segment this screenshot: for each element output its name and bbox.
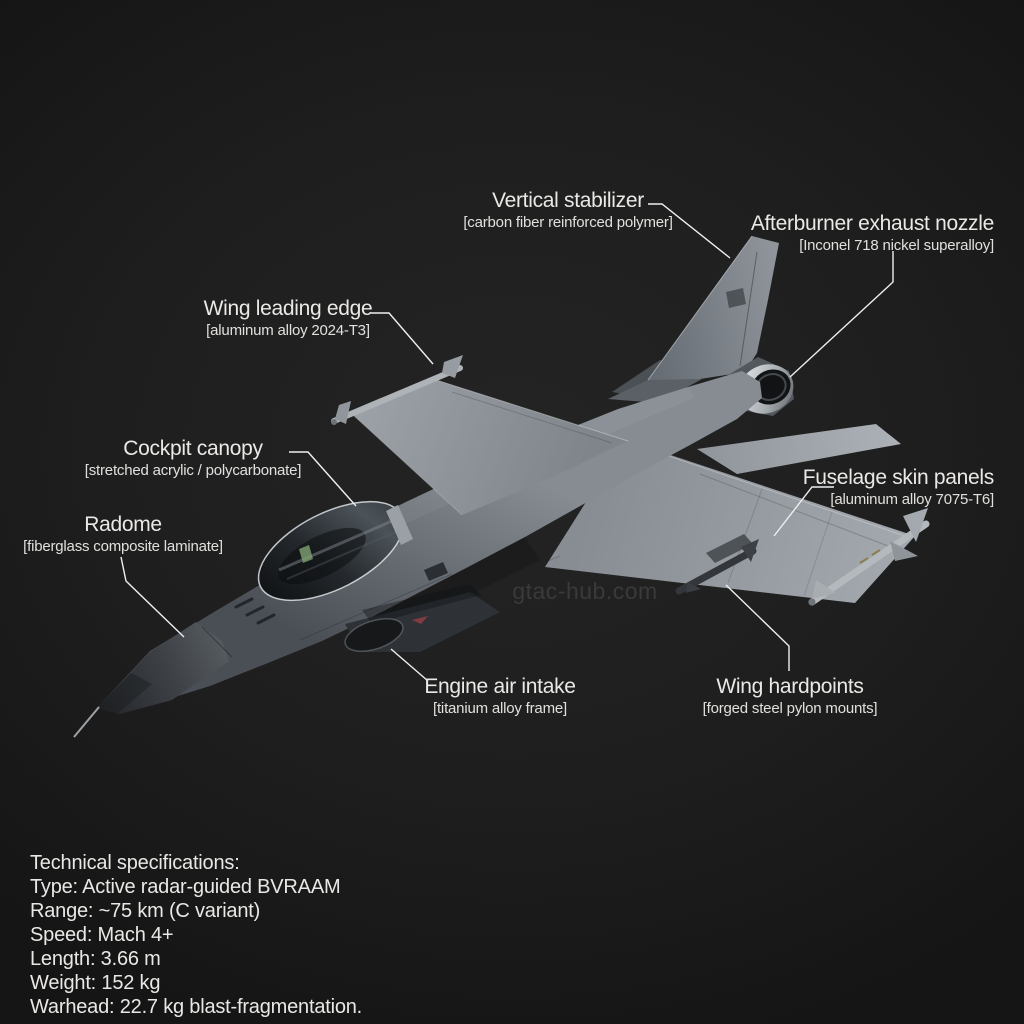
tech-spec-line: Weight: 152 kg <box>30 972 161 994</box>
label-material: [forged steel pylon mounts] <box>702 699 878 717</box>
label-material: [titanium alloy frame] <box>433 699 567 717</box>
tech-spec-line: Speed: Mach 4+ <box>30 924 174 946</box>
label-title: Wing leading edge <box>203 297 373 320</box>
label-wing-hardpoints: Wing hardpoints [forged steel pylon moun… <box>702 675 878 717</box>
hud-glass <box>299 545 313 563</box>
label-title: Afterburner exhaust nozzle <box>750 212 994 235</box>
cockpit-canopy-shape <box>257 500 413 602</box>
leader-radome <box>120 556 185 638</box>
label-title: Vertical stabilizer <box>492 189 644 212</box>
radome-shape <box>73 622 233 738</box>
label-afterburner-nozzle: Afterburner exhaust nozzle [Inconel 718 … <box>750 212 994 254</box>
leader-wing-hardpoints <box>725 584 790 671</box>
tailplane-right <box>697 424 901 474</box>
pitot-probe <box>73 706 100 738</box>
label-material: [fiberglass composite laminate] <box>23 537 223 555</box>
leader-engine-intake <box>390 648 429 682</box>
vertical-stabilizer <box>647 235 779 381</box>
label-material: [aluminum alloy 7075-T6] <box>830 490 994 508</box>
label-radome: Radome [fiberglass composite laminate] <box>23 513 223 555</box>
tech-specs-heading: Technical specifications: <box>30 852 240 874</box>
dorsal-scoop <box>424 562 448 581</box>
tech-spec-line: Length: 3.66 m <box>30 948 161 970</box>
label-material: [Inconel 718 nickel superalloy] <box>799 236 994 254</box>
label-cockpit-canopy: Cockpit canopy [stretched acrylic / poly… <box>84 437 302 479</box>
label-title: Radome <box>84 513 162 536</box>
leader-afterburner-nozzle <box>789 251 894 378</box>
label-vertical-stabilizer: Vertical stabilizer [carbon fiber reinfo… <box>463 189 673 231</box>
gun-vents <box>234 597 276 625</box>
fin-base-fairing <box>608 379 702 403</box>
label-material: [carbon fiber reinforced polymer] <box>463 213 673 231</box>
engine-intake-shape <box>344 584 500 652</box>
label-wing-leading-edge: Wing leading edge [aluminum alloy 2024-T… <box>203 297 373 339</box>
label-title: Fuselage skin panels <box>802 466 995 489</box>
wingtip-missile-left <box>331 355 463 425</box>
underwing-missile <box>675 534 759 595</box>
label-material: [aluminum alloy 2024-T3] <box>206 321 370 339</box>
leader-wing-leading-edge <box>371 312 434 365</box>
wingtip-missile-right <box>808 508 930 606</box>
tech-specs: Technical specifications: Type: Active r… <box>30 851 362 1019</box>
leader-cockpit-canopy <box>289 451 357 507</box>
watermark: gtac-hub.com <box>512 578 658 604</box>
left-wing <box>351 378 629 516</box>
label-engine-intake: Engine air intake [titanium alloy frame] <box>424 675 576 717</box>
label-title: Engine air intake <box>424 675 576 698</box>
label-title: Cockpit canopy <box>123 437 263 460</box>
tech-spec-line: Range: ~75 km (C variant) <box>30 900 261 922</box>
label-fuselage-skin: Fuselage skin panels [aluminum alloy 707… <box>802 466 995 508</box>
label-title: Wing hardpoints <box>716 675 864 698</box>
label-material: [stretched acrylic / polycarbonate] <box>84 461 302 479</box>
leader-vertical-stabilizer <box>648 203 731 259</box>
leader-lines <box>120 203 894 682</box>
tech-spec-line: Type: Active radar-guided BVRAAM <box>30 876 341 898</box>
leader-fuselage-skin <box>773 486 834 537</box>
tech-spec-line: Warhead: 22.7 kg blast-fragmentation. <box>30 996 363 1018</box>
